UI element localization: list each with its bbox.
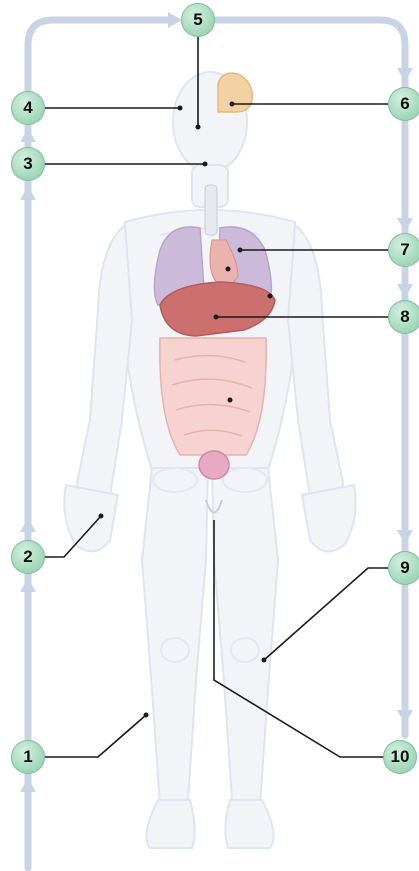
arrowhead-right-4 [397,530,413,544]
left-hand [64,485,118,551]
arrowhead-left-2 [20,186,36,200]
arrowhead-top [168,12,182,28]
label-badge-2: 2 [11,540,45,574]
right-hand [302,485,356,551]
label-badge-1: 1 [11,740,45,774]
arrowhead-right-5 [397,710,413,724]
arrowhead-left-3 [20,518,36,532]
label-badge-8: 8 [388,300,419,334]
right-leg [212,468,278,805]
arrowhead-left-4 [20,578,36,592]
right-arm [288,225,343,496]
leader-1 [42,715,146,757]
brain [218,73,252,112]
trachea [205,185,217,235]
arrowhead-right-1 [397,68,413,82]
left-foot [146,800,194,848]
bladder [199,451,229,479]
label-badge-5: 5 [181,3,215,37]
label-badge-6: 6 [388,87,419,121]
left-leg [142,468,208,805]
arrowhead-right-2 [397,218,413,232]
arrowhead-right-3 [397,284,413,298]
label-badge-9: 9 [388,551,419,585]
arrowhead-left-1 [20,128,36,142]
arrowhead-left-5 [20,778,36,792]
label-badge-7: 7 [388,233,419,267]
leader-9 [264,568,388,660]
left-arm [77,225,132,496]
label-badge-10: 10 [383,740,417,774]
intestines [160,338,266,455]
label-badge-3: 3 [11,147,45,181]
label-badge-4: 4 [11,91,45,125]
right-foot [225,800,273,848]
